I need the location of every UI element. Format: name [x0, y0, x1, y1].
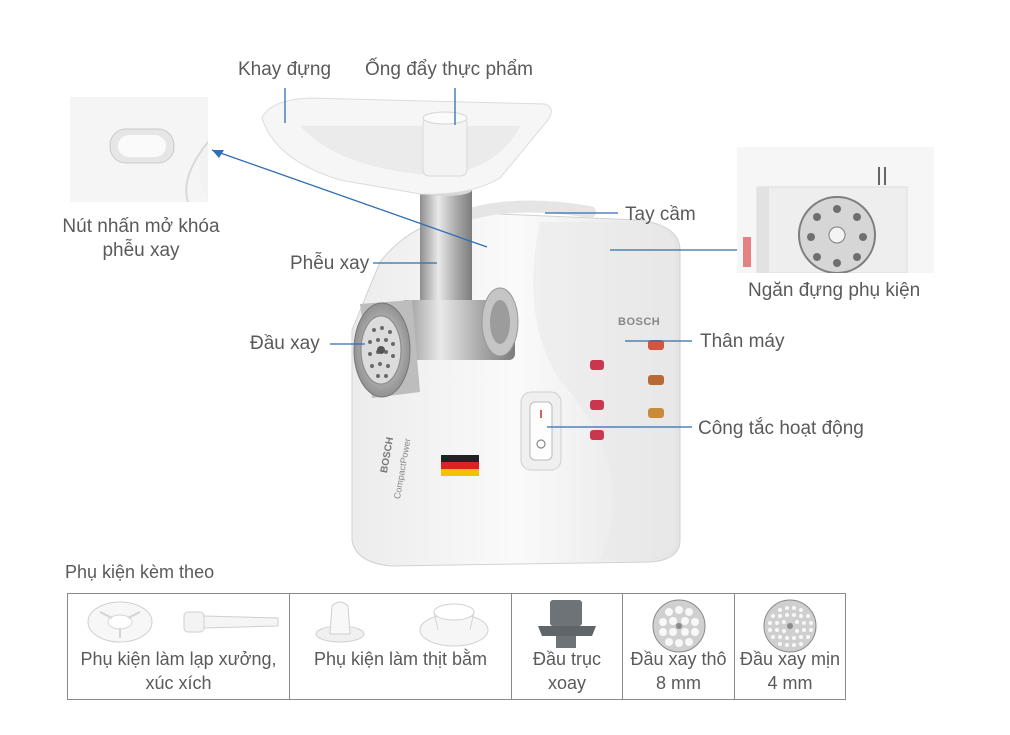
label-power-switch: Công tắc hoạt động: [698, 418, 864, 439]
accessory-coarse-plate-label: Đầu xay thô 8 mm: [623, 648, 734, 695]
callout-lines: [211, 88, 740, 428]
grinder-barrel: [400, 287, 519, 360]
accessory-storage-closeup: [737, 147, 934, 273]
accessory-label-line1: Phụ kiện làm thịt bằm: [313, 648, 488, 669]
label-funnel: Phễu xay: [290, 253, 370, 274]
label-body: Thân máy: [700, 331, 785, 352]
label-grinder-head: Đầu xay: [250, 333, 320, 354]
accessory-mince-kit-label: Phụ kiện làm thịt bằm: [290, 648, 511, 671]
accessory-fine-plate-label: Đầu xay mịn 4 mm: [735, 648, 845, 695]
accessory-label-line2: xúc xích: [145, 672, 212, 693]
accessory-label-line1: Đầu xay mịn: [739, 649, 841, 670]
label-unlock-button-line1: Nút nhấn mở khóa: [62, 216, 220, 237]
accessory-mince-kit: Phụ kiện làm thịt bằm: [290, 594, 512, 699]
accessory-coarse-plate: Đầu xay thô 8 mm: [623, 594, 735, 699]
accessory-label-line1: Đầu xay thô: [630, 649, 727, 670]
accessories-title: Phụ kiện kèm theo: [65, 562, 215, 582]
drive-coupling-image: [538, 600, 596, 648]
food-tray: [261, 97, 552, 195]
accessory-fine-plate: Đầu xay mịn 4 mm: [735, 594, 845, 699]
funnel-neck: [420, 184, 472, 320]
label-storage: Ngăn đựng phụ kiện: [748, 280, 921, 301]
accessory-label-line2: xoay: [547, 672, 587, 693]
fine-plate-image: [763, 599, 817, 653]
brand-logo-top: BOSCH: [618, 316, 661, 328]
label-unlock-button-line2: phễu xay: [102, 239, 180, 261]
accessory-sausage-kit-label: Phụ kiện làm lạp xưởng, xúc xích: [68, 648, 289, 695]
label-handle: Tay cầm: [625, 204, 696, 225]
callout-arrowhead: [212, 150, 224, 158]
accessory-label-line2: 4 mm: [767, 672, 813, 693]
accessory-drive-coupling-label: Đầu trục xoay: [512, 648, 622, 695]
accessory-label-line1: Đầu trục: [532, 649, 602, 670]
label-tray: Khay đựng: [238, 59, 332, 80]
mince-kit-image: [315, 601, 489, 647]
accessory-sausage-kit: Phụ kiện làm lạp xưởng, xúc xích: [68, 594, 290, 699]
accessory-label-line2: 8 mm: [656, 672, 701, 693]
accessory-label-line1: Phụ kiện làm lạp xưởng,: [80, 649, 277, 670]
label-pusher: Ống đẩy thực phẩm: [365, 59, 533, 80]
grinder-head: [353, 300, 420, 398]
coarse-plate-image: [652, 599, 706, 653]
unlock-button-closeup: [70, 97, 208, 202]
sausage-kit-image: [87, 601, 279, 643]
accessory-drive-coupling: Đầu trục xoay: [512, 594, 623, 699]
accessories-table: Phụ kiện làm lạp xưởng, xúc xích Phụ kiệ…: [67, 593, 846, 700]
label-unlock-button: Nút nhấn mở khóa phễu xay: [56, 215, 226, 263]
